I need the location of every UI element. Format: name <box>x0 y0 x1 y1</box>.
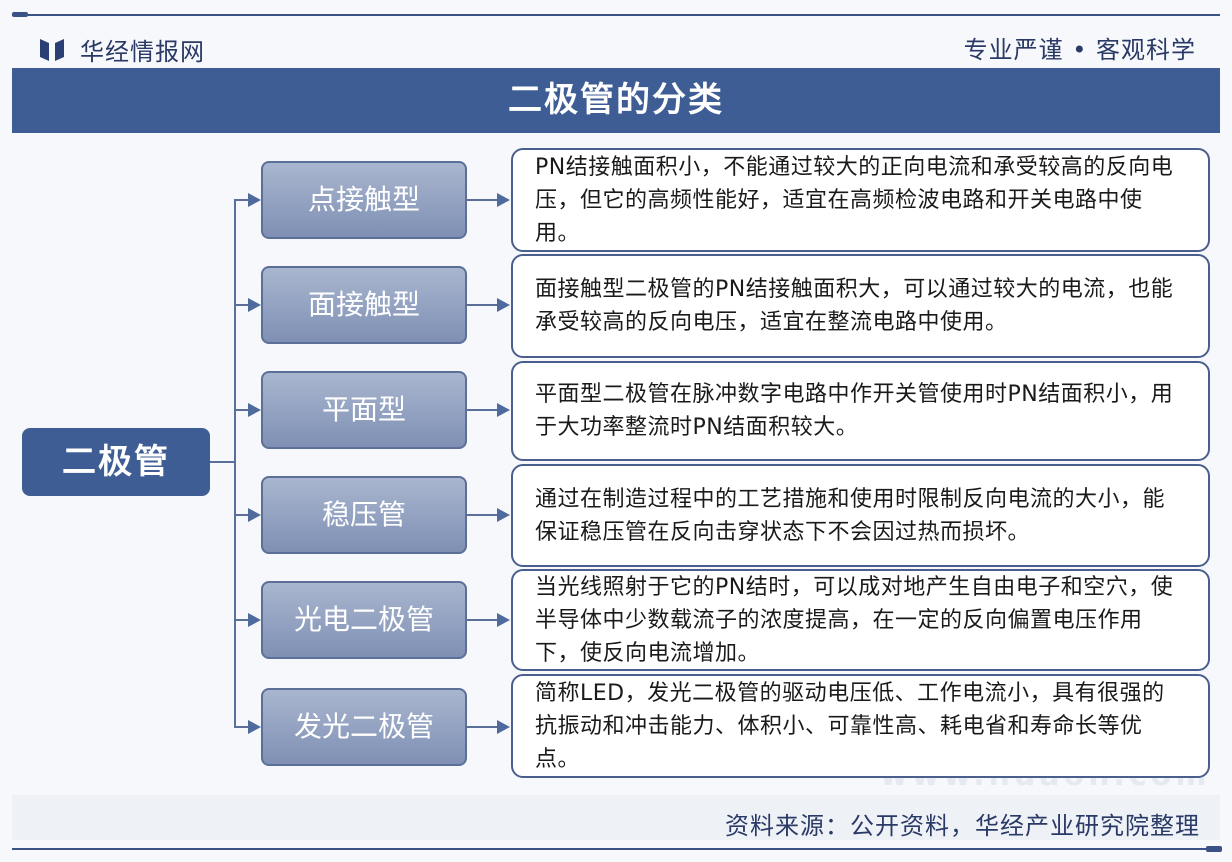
arrow-icon <box>248 720 261 734</box>
category-description: 当光线照射于它的PN结时，可以成对地产生自由电子和空穴，使半导体中少数载流子的浓… <box>511 569 1210 671</box>
description-text: 当光线照射于它的PN结时，可以成对地产生自由电子和空穴，使半导体中少数载流子的浓… <box>535 574 1174 666</box>
category-node: 光电二极管 <box>261 581 467 659</box>
slogan: 专业严谨 • 客观科学 <box>963 36 1196 64</box>
arrow-icon <box>497 508 510 522</box>
arrow-icon <box>248 298 261 312</box>
arrow-icon <box>497 403 510 417</box>
root-connector <box>210 461 235 463</box>
arrow-icon <box>248 193 261 207</box>
branch-line <box>235 726 251 728</box>
link-line <box>467 726 499 728</box>
arrow-icon <box>497 720 510 734</box>
arrow-icon <box>497 298 510 312</box>
link-line <box>467 304 499 306</box>
link-line <box>467 199 499 201</box>
trunk-line <box>234 199 236 728</box>
branch-line <box>235 304 251 306</box>
category-node: 稳压管 <box>261 476 467 554</box>
source-note: 资料来源：公开资料，华经产业研究院整理 <box>725 812 1200 840</box>
category-description: PN结接触面积小，不能通过较大的正向电流和承受较高的反向电压，但它的高频性能好，… <box>511 148 1210 252</box>
arrow-icon <box>248 403 261 417</box>
logo-icon <box>40 38 64 61</box>
brand-logo: 华经情报网 <box>38 32 205 67</box>
arrow-icon <box>248 508 261 522</box>
arrow-icon <box>248 613 261 627</box>
top-divider <box>12 14 1220 16</box>
category-description: 简称LED，发光二极管的驱动电压低、工作电流小，具有很强的抗振动和冲击能力、体积… <box>511 674 1210 778</box>
category-node: 面接触型 <box>261 266 467 344</box>
arrow-icon <box>497 193 510 207</box>
branch-line <box>235 199 251 201</box>
description-text: 面接触型二极管的PN结接触面积大，可以通过较大的电流，也能承受较高的反向电压，适… <box>535 277 1174 335</box>
top-divider-cap <box>12 12 28 17</box>
category-description: 平面型二极管在脉冲数字电路中作开关管使用时PN结面积小，用于大功率整流时PN结面… <box>511 361 1210 461</box>
bottom-divider-cap <box>1206 846 1222 852</box>
branch-line <box>235 619 251 621</box>
page-title: 二极管的分类 <box>12 68 1220 133</box>
category-node: 平面型 <box>261 371 467 449</box>
link-line <box>467 619 499 621</box>
bottom-divider <box>12 848 1220 850</box>
description-text: 通过在制造过程中的工艺措施和使用时限制反向电流的大小，能保证稳压管在反向击穿状态… <box>535 486 1166 545</box>
footer-band <box>12 795 1220 840</box>
link-line <box>467 409 499 411</box>
root-node: 二极管 <box>22 428 210 496</box>
description-text: 简称LED，发光二极管的驱动电压低、工作电流小，具有很强的抗振动和冲击能力、体积… <box>535 680 1165 772</box>
category-node: 发光二极管 <box>261 688 467 766</box>
branch-line <box>235 514 251 516</box>
category-description: 通过在制造过程中的工艺措施和使用时限制反向电流的大小，能保证稳压管在反向击穿状态… <box>511 464 1210 567</box>
arrow-icon <box>497 613 510 627</box>
brand-name: 华经情报网 <box>80 38 205 66</box>
link-line <box>467 514 499 516</box>
description-text: 平面型二极管在脉冲数字电路中作开关管使用时PN结面积小，用于大功率整流时PN结面… <box>535 382 1174 440</box>
description-text: PN结接触面积小，不能通过较大的正向电流和承受较高的反向电压，但它的高频性能好，… <box>535 154 1174 246</box>
category-description: 面接触型二极管的PN结接触面积大，可以通过较大的电流，也能承受较高的反向电压，适… <box>511 254 1210 358</box>
category-node: 点接触型 <box>261 161 467 239</box>
branch-line <box>235 409 251 411</box>
